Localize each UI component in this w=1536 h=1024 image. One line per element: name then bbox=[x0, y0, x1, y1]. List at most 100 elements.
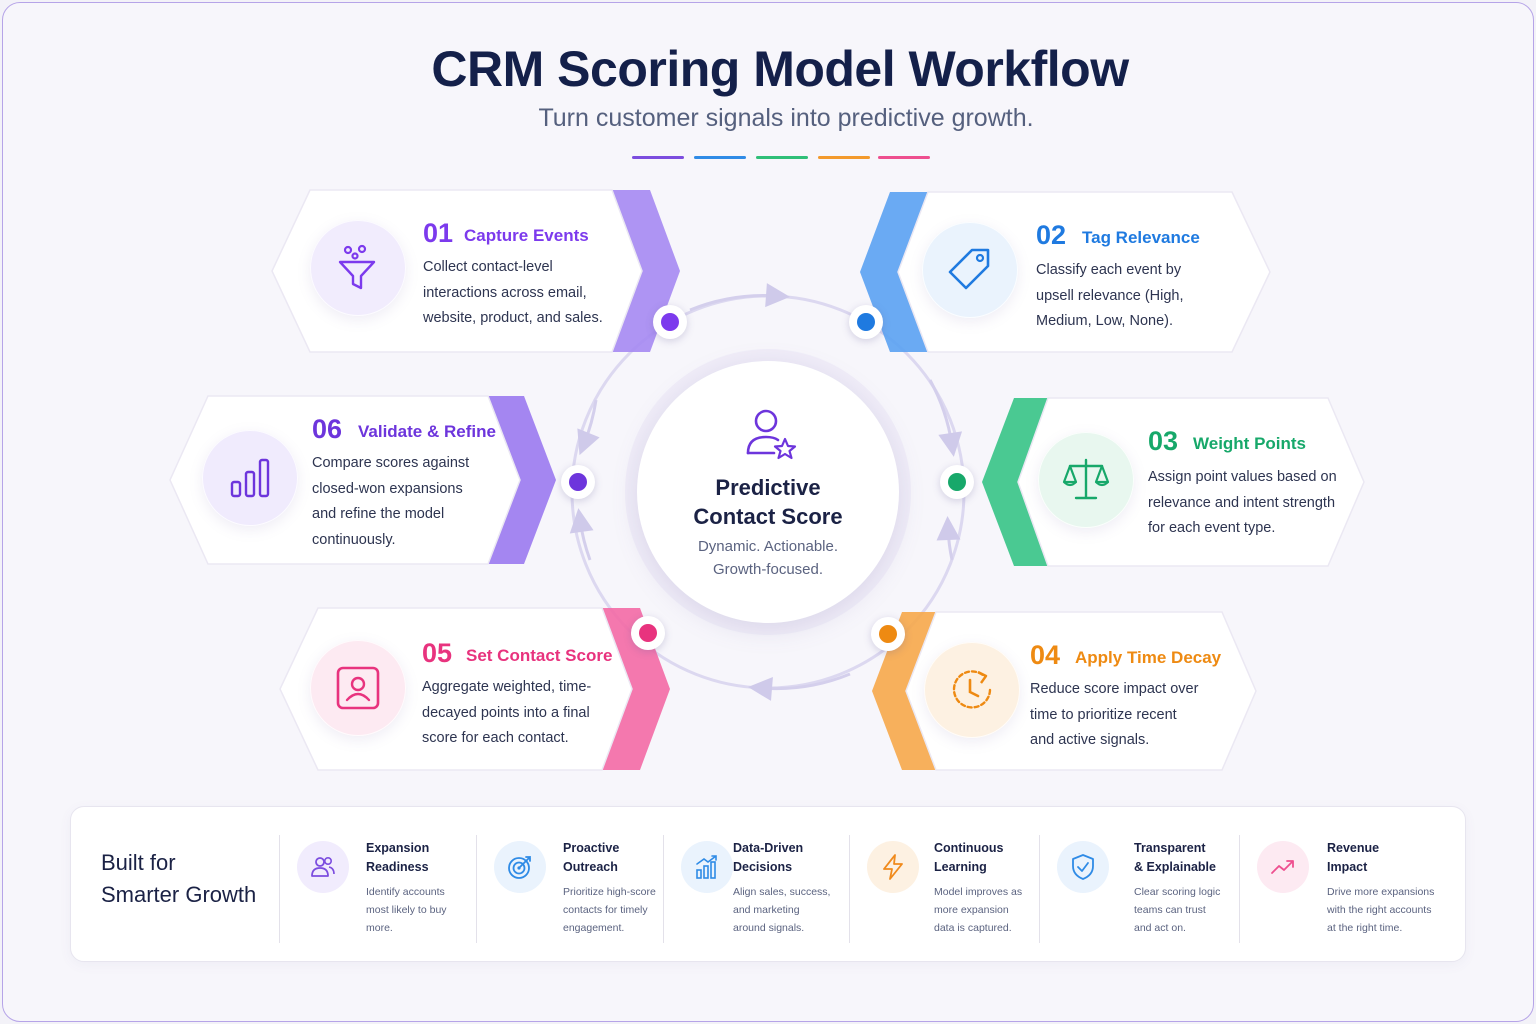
benefit-desc-line: at the right time. bbox=[1327, 922, 1403, 934]
step-node-01 bbox=[653, 305, 687, 339]
benefit-continuous-learning: Continuous Learning Model improves as mo… bbox=[849, 835, 1037, 943]
growth-chart-icon-circle bbox=[681, 841, 733, 893]
benefit-desc-line: more. bbox=[366, 922, 393, 934]
benefit-title-line: Transparent bbox=[1134, 841, 1206, 855]
step-desc-line: for each event type. bbox=[1148, 520, 1276, 536]
shield-check-icon bbox=[1072, 854, 1094, 880]
lightning-icon-circle bbox=[867, 841, 919, 893]
step-title: Capture Events bbox=[464, 226, 589, 245]
step-desc-line: continuously. bbox=[312, 531, 396, 548]
center-title-line2: Contact Score bbox=[693, 504, 843, 529]
step-card-03: 03 Weight Points Assign point values bas… bbox=[982, 396, 1366, 568]
lightning-icon bbox=[883, 854, 903, 880]
users-icon bbox=[311, 856, 335, 877]
step-desc-line: Assign point values based on bbox=[1148, 469, 1337, 485]
benefits-banner: Built for Smarter Growth Expansion Readi… bbox=[70, 806, 1466, 962]
target-icon-circle bbox=[494, 841, 546, 893]
center-title-line1: Predictive bbox=[715, 475, 821, 500]
benefit-desc-line: data is captured. bbox=[934, 922, 1012, 934]
accent-bar-4 bbox=[818, 156, 870, 159]
funnel-icon-circle bbox=[310, 220, 406, 316]
page-title: CRM Scoring Model Workflow bbox=[431, 41, 1129, 97]
benefit-title-line: Revenue bbox=[1327, 841, 1380, 855]
bar-chart-icon-circle bbox=[202, 430, 298, 526]
benefit-divider bbox=[849, 835, 850, 943]
step-desc-line: Collect contact-level bbox=[423, 259, 553, 275]
benefit-divider bbox=[476, 835, 477, 943]
benefit-desc-line: Identify accounts bbox=[366, 886, 445, 898]
benefit-title-line: Expansion bbox=[366, 841, 430, 855]
step-number: 04 bbox=[1030, 640, 1061, 670]
clock-decay-icon-circle bbox=[924, 642, 1020, 738]
step-title: Set Contact Score bbox=[466, 646, 613, 665]
benefit-title-line: Proactive bbox=[563, 841, 620, 855]
banner-title-line2: Smarter Growth bbox=[101, 882, 257, 907]
step-desc-line: interactions across email, bbox=[423, 284, 587, 301]
step-desc-line: website, product, and sales. bbox=[423, 310, 603, 326]
step-node-05 bbox=[631, 616, 665, 650]
step-node-06 bbox=[561, 465, 595, 499]
step-desc-line: relevance and intent strength bbox=[1148, 494, 1336, 511]
benefit-desc-line: with the right accounts bbox=[1327, 904, 1432, 916]
step-desc-line: time to prioritize recent bbox=[1030, 706, 1177, 723]
trend-up-icon-circle bbox=[1257, 841, 1309, 893]
benefit-desc-line: and marketing bbox=[733, 904, 800, 916]
benefit-title-line: Readiness bbox=[366, 860, 429, 874]
trend-up-icon bbox=[1271, 860, 1294, 874]
benefit-desc-line: teams can trust bbox=[1134, 904, 1206, 916]
step-desc-line: Classify each event by bbox=[1036, 262, 1182, 278]
step-card-02: 02 Tag Relevance Classify each event by … bbox=[860, 190, 1272, 354]
accent-bar-1 bbox=[632, 156, 684, 159]
step-desc-line: and active signals. bbox=[1030, 732, 1150, 748]
step-title: Apply Time Decay bbox=[1075, 648, 1222, 667]
benefit-title-line: & Explainable bbox=[1134, 860, 1216, 874]
benefit-desc-line: Clear scoring logic bbox=[1134, 886, 1221, 898]
scale-icon-circle bbox=[1038, 432, 1134, 528]
step-desc-line: Reduce score impact over bbox=[1030, 681, 1199, 697]
benefit-desc-line: Drive more expansions bbox=[1327, 886, 1435, 898]
funnel-icon bbox=[338, 244, 376, 290]
step-title: Tag Relevance bbox=[1082, 228, 1200, 247]
step-node-04 bbox=[871, 617, 905, 651]
tag-icon bbox=[948, 248, 990, 290]
accent-bar-2 bbox=[694, 156, 746, 159]
clock-decay-icon bbox=[952, 670, 992, 709]
benefit-divider bbox=[279, 835, 280, 943]
benefit-title-line: Data-Driven bbox=[733, 841, 804, 855]
scale-icon bbox=[1062, 458, 1110, 500]
banner-title-line1: Built for bbox=[101, 850, 176, 875]
step-desc-line: upsell relevance (High, bbox=[1036, 287, 1184, 304]
step-card-04: 04 Apply Time Decay Reduce score impact … bbox=[872, 610, 1258, 772]
step-desc-line: and refine the model bbox=[312, 506, 445, 522]
accent-bar-3 bbox=[756, 156, 808, 159]
shield-check-icon-circle bbox=[1057, 841, 1109, 893]
contact-card-icon-circle bbox=[310, 640, 406, 736]
benefit-desc-line: more expansion bbox=[934, 904, 1009, 916]
step-desc-line: decayed points into a final bbox=[422, 704, 590, 721]
accent-bar-5 bbox=[878, 156, 930, 159]
benefit-divider bbox=[1239, 835, 1240, 943]
center-sub-line2: Growth-focused. bbox=[712, 561, 824, 578]
benefit-desc-line: Prioritize high-score bbox=[563, 886, 656, 898]
step-number: 05 bbox=[422, 638, 453, 668]
step-title: Validate & Refine bbox=[358, 422, 496, 441]
benefit-expansion-readiness: Expansion Readiness Identify accounts mo… bbox=[279, 835, 475, 943]
benefit-proactive-outreach: Proactive Outreach Prioritize high-score… bbox=[476, 835, 662, 943]
step-desc-line: closed-won expansions bbox=[312, 480, 463, 497]
step-card-06: 06 Validate & Refine Compare scores agai… bbox=[168, 394, 556, 566]
benefit-revenue-impact: Revenue Impact Drive more expansions wit… bbox=[1239, 835, 1449, 943]
step-desc-line: Compare scores against bbox=[312, 455, 470, 471]
benefit-title-line: Continuous bbox=[934, 841, 1004, 855]
step-node-03 bbox=[940, 465, 974, 499]
target-icon bbox=[508, 856, 531, 879]
banner-title: Built for Smarter Growth bbox=[101, 847, 256, 911]
benefit-desc-line: around signals. bbox=[733, 922, 805, 934]
benefit-transparent-explainable: Transparent & Explainable Clear scoring … bbox=[1039, 835, 1239, 943]
benefit-desc-line: Align sales, success, bbox=[733, 886, 831, 898]
step-title: Weight Points bbox=[1193, 434, 1307, 453]
benefit-desc-line: contacts for timely bbox=[563, 904, 648, 916]
page-subtitle: Turn customer signals into predictive gr… bbox=[538, 104, 1034, 132]
benefit-title-line: Decisions bbox=[733, 860, 793, 874]
users-icon-circle bbox=[297, 841, 349, 893]
step-number: 01 bbox=[423, 218, 454, 248]
